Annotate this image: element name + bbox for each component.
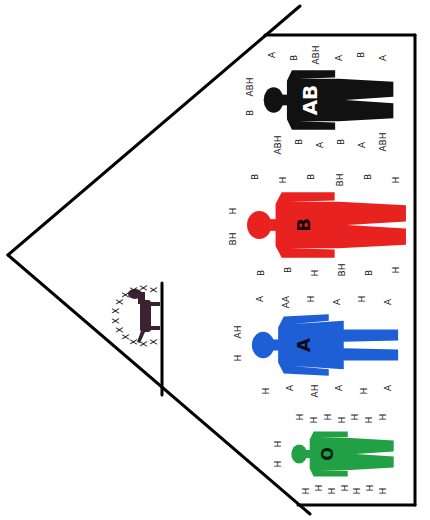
- antigen-label: H: [274, 441, 283, 448]
- house-wall: [265, 34, 415, 37]
- antigen-label: ABH: [274, 135, 283, 154]
- antigen-label: H: [311, 270, 320, 277]
- antigen-label: B: [363, 174, 372, 180]
- antigen-label: A: [268, 52, 277, 58]
- antigen-label: B: [290, 55, 299, 61]
- antigen-label: X: [130, 339, 139, 345]
- blood-group-label: AB: [300, 85, 320, 116]
- antigen-label: A: [335, 385, 344, 391]
- person-silhouette: [262, 68, 395, 132]
- antigen-label: H: [392, 267, 401, 274]
- antigen-label: H: [365, 417, 374, 424]
- person-silhouette: [245, 190, 408, 260]
- antigen-label: H: [229, 208, 238, 215]
- antigen-label: B: [295, 139, 304, 145]
- antigen-label: A: [384, 299, 393, 305]
- kennel-line: [161, 283, 164, 395]
- antigen-label: A: [256, 296, 265, 302]
- blood-group-label: O: [320, 447, 336, 461]
- antigen-label: X: [149, 339, 158, 345]
- antigen-label: H: [353, 488, 362, 495]
- antigen-label: X: [112, 308, 121, 314]
- antigen-label: ABH: [312, 45, 321, 64]
- antigen-label: X: [140, 341, 149, 347]
- antigen-label: H: [279, 177, 288, 184]
- antigen-label: A: [334, 55, 343, 61]
- dog-figure: [128, 289, 160, 343]
- antigen-label: H: [307, 296, 316, 303]
- antigen-label: A: [316, 142, 325, 148]
- antigen-label: H: [379, 414, 388, 421]
- antigen-label: H: [262, 388, 271, 395]
- person-silhouette: [250, 312, 400, 378]
- antigen-label: H: [366, 485, 375, 492]
- antigen-label: B: [251, 174, 260, 180]
- antigen-label: ABH: [246, 78, 255, 97]
- antigen-label: A: [358, 142, 367, 148]
- antigen-label: H: [351, 414, 360, 421]
- person-figure: O: [290, 430, 395, 478]
- antigen-label: BH: [338, 264, 347, 277]
- antigen-label: H: [327, 488, 336, 495]
- antigen-label: H: [358, 296, 367, 303]
- antigen-label: H: [392, 177, 401, 184]
- antigen-label: B: [257, 270, 266, 276]
- house-wall: [298, 504, 415, 507]
- antigen-label: H: [234, 355, 243, 362]
- person-figure: A: [250, 312, 400, 378]
- antigen-label: X: [115, 327, 124, 333]
- antigen-label: H: [337, 417, 346, 424]
- antigen-label: A: [379, 55, 388, 61]
- person-silhouette: [290, 430, 395, 478]
- antigen-label: B: [246, 110, 255, 116]
- antigen-label: X: [122, 334, 131, 340]
- roof-line: [8, 6, 300, 255]
- antigen-label: X: [149, 287, 158, 293]
- antigen-label: A: [384, 385, 393, 391]
- antigen-label: AA: [281, 296, 290, 309]
- person-figure: AB: [262, 68, 395, 132]
- antigen-label: X: [140, 285, 149, 291]
- antigen-label: BH: [229, 233, 238, 246]
- antigen-label: B: [307, 174, 316, 180]
- antigen-label: H: [302, 488, 311, 495]
- roof-line: [8, 255, 310, 514]
- antigen-label: ABH: [379, 132, 388, 151]
- antigen-label: B: [356, 52, 365, 58]
- antigen-label: H: [296, 414, 305, 421]
- antigen-label: A: [286, 385, 295, 391]
- house-wall: [414, 35, 417, 505]
- antigen-label: AH: [310, 385, 319, 398]
- antigen-label: H: [314, 485, 323, 492]
- antigen-label: A: [332, 299, 341, 305]
- person-figure: B: [245, 190, 408, 260]
- antigen-label: X: [130, 287, 139, 293]
- antigen-label: H: [340, 485, 349, 492]
- antigen-label: X: [115, 299, 124, 305]
- antigen-label: B: [284, 267, 293, 273]
- antigen-label: H: [359, 388, 368, 395]
- antigen-label: H: [323, 414, 332, 421]
- antigen-label: H: [309, 417, 318, 424]
- blood-group-label: B: [295, 218, 313, 232]
- antigen-label: H: [274, 460, 283, 467]
- antigen-label: BH: [335, 174, 344, 187]
- antigen-label: AH: [234, 325, 243, 338]
- antigen-label: H: [379, 488, 388, 495]
- antigen-label: X: [112, 318, 121, 324]
- blood-group-label: A: [295, 338, 313, 352]
- antigen-label: B: [365, 270, 374, 276]
- antigen-label: B: [337, 139, 346, 145]
